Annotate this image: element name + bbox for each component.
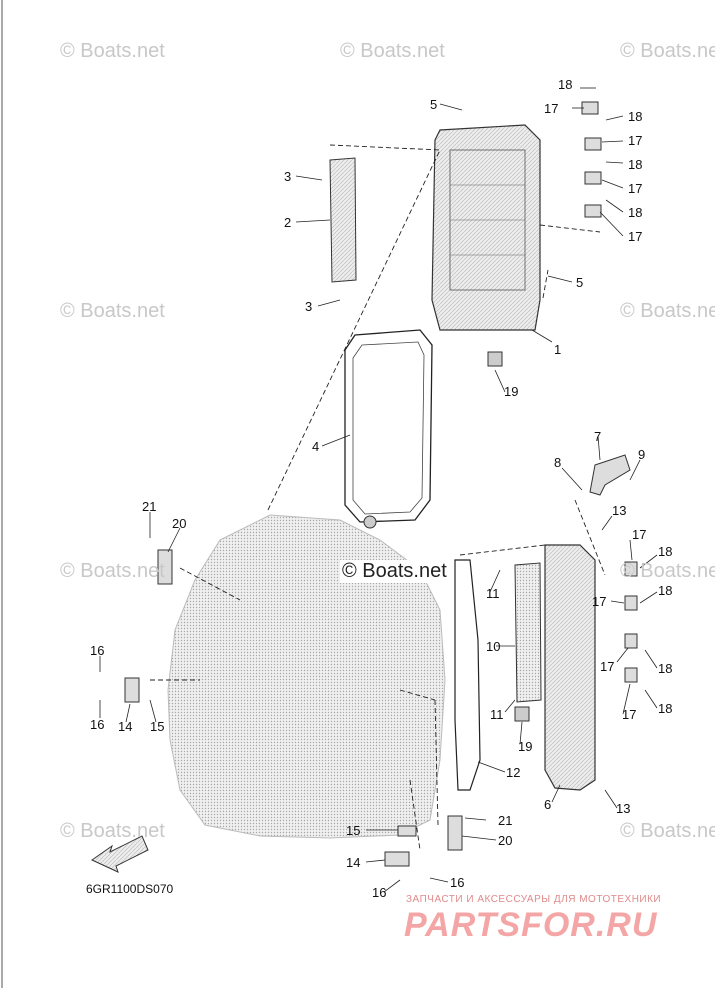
callout-label: 8 (554, 455, 562, 470)
bracket-part-20 (447, 815, 463, 851)
callout-label: 4 (312, 439, 320, 454)
brand-tagline: ЗАПЧАСТИ И АКСЕССУАРЫ ДЛЯ МОТОТЕХНИКИ (406, 894, 662, 905)
callout-label: 16 (372, 885, 387, 900)
watermark: © Boats.net (620, 40, 715, 62)
dashed-assembly-lines (150, 144, 606, 851)
cap-part-19 (487, 351, 503, 367)
callout-label: 10 (486, 639, 501, 654)
callout-label: 17 (632, 527, 647, 542)
bracket-17 (584, 137, 602, 151)
gasket-part-4 (344, 329, 433, 523)
sensor-part-14 (124, 677, 140, 703)
sensor-part-14 (384, 851, 410, 867)
watermark: © Boats.net (60, 560, 165, 582)
callout-label: 18 (658, 544, 673, 559)
pipe-part-7 (589, 454, 631, 496)
watermark: © Boats.net (620, 300, 715, 322)
callout-label: 5 (576, 275, 584, 290)
callout-label: 6 (544, 797, 552, 812)
bracket-17 (624, 595, 638, 611)
callout-label: 18 (628, 109, 643, 124)
bracket-17 (581, 101, 599, 115)
callout-label: 1 (554, 342, 562, 357)
brand-logo: PARTSFOR.RU (404, 906, 658, 944)
plug-part-15 (397, 825, 417, 837)
callout-label: 20 (498, 833, 513, 848)
callout-label: 7 (594, 429, 602, 444)
callout-label: 17 (628, 133, 643, 148)
callout-label: 12 (506, 765, 521, 780)
cap-part-19 (514, 706, 530, 722)
callout-label: 16 (90, 643, 105, 658)
callout-label: 18 (628, 157, 643, 172)
callout-label: 18 (658, 583, 673, 598)
callout-label: 17 (628, 181, 643, 196)
watermark: © Boats.net (60, 300, 165, 322)
gasket-part-12 (454, 559, 481, 791)
callout-label: 17 (544, 101, 559, 116)
watermark-center: © Boats.net (340, 560, 449, 583)
watermark: © Boats.net (620, 560, 715, 582)
callout-label: 2 (284, 215, 292, 230)
cylinder-head-cover (431, 124, 541, 331)
watermark: © Boats.net (620, 820, 715, 842)
callout-label: 13 (612, 503, 627, 518)
bracket-17 (624, 561, 638, 577)
callout-label: 14 (118, 719, 133, 734)
gasket-part-2 (329, 157, 357, 283)
callout-label: 18 (558, 77, 573, 92)
watermark: © Boats.net (60, 820, 165, 842)
callout-label: 15 (346, 823, 361, 838)
callout-label: 19 (504, 384, 519, 399)
callout-label: 11 (486, 586, 500, 601)
leader-lines (99, 87, 658, 893)
callout-label: 20 (172, 516, 187, 531)
gasket-part-4-inner (352, 341, 425, 515)
callout-label: 21 (142, 499, 157, 514)
callout-label: 9 (638, 447, 646, 462)
callout-label: 13 (616, 801, 631, 816)
callout-label: 15 (150, 719, 165, 734)
bracket-part-20 (157, 549, 173, 585)
bracket-17 (624, 633, 638, 649)
callout-label: 11 (490, 707, 504, 722)
callout-label: 18 (628, 205, 643, 220)
callout-label: 5 (430, 97, 438, 112)
callout-label: 17 (600, 659, 615, 674)
callout-label: 14 (346, 855, 361, 870)
callout-label: 3 (284, 169, 292, 184)
callout-label: 18 (658, 661, 673, 676)
callout-label: 21 (498, 813, 513, 828)
grommet (363, 515, 377, 529)
callout-label: 19 (518, 739, 533, 754)
callout-label: 16 (450, 875, 465, 890)
callout-label: 17 (628, 229, 643, 244)
watermark: © Boats.net (60, 40, 165, 62)
exhaust-cover-part-6 (544, 544, 596, 791)
callout-label: 17 (622, 707, 637, 722)
callout-label: 16 (90, 717, 105, 732)
callout-label: 18 (658, 701, 673, 716)
watermark: © Boats.net (340, 40, 445, 62)
bracket-17 (584, 204, 602, 218)
callout-label: 17 (592, 594, 607, 609)
diagram-code: 6GR1100DS070 (86, 882, 174, 896)
gasket-part-10 (514, 562, 542, 703)
bracket-17 (584, 171, 602, 185)
bracket-17 (624, 667, 638, 683)
direction-arrow-icon (91, 835, 149, 873)
callout-label: 3 (305, 299, 313, 314)
